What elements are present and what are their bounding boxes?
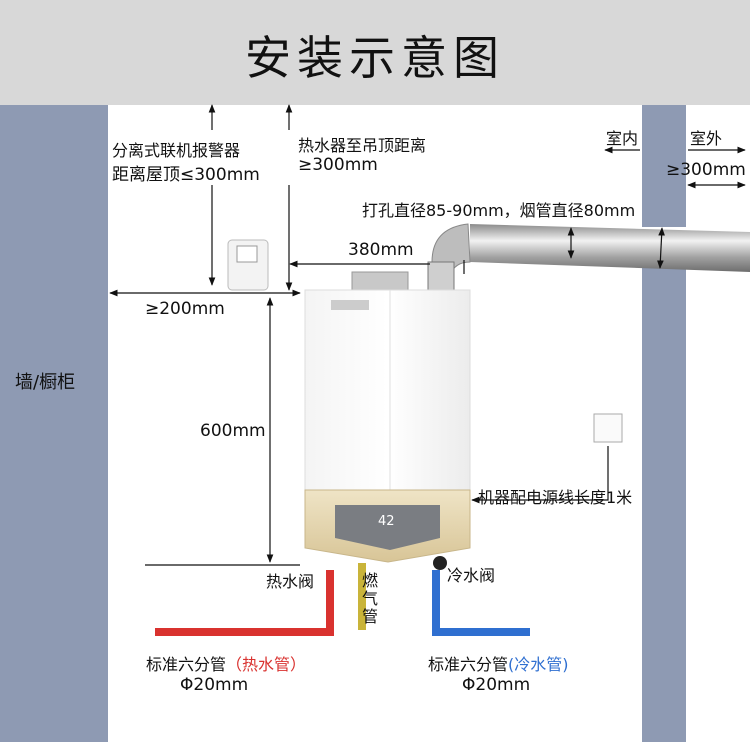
power-label: 机器配电源线长度1米 xyxy=(478,488,633,507)
hot-pipe-std: 标准六分管 xyxy=(146,655,227,674)
cold-water-pipe xyxy=(432,570,530,636)
alarm-label-1: 分离式联机报警器 xyxy=(112,141,241,160)
left-distance: ≥200mm xyxy=(145,299,225,319)
alarm-label-2: 距离屋顶≤300mm xyxy=(112,165,260,185)
ceiling-label-1: 热水器至吊顶距离 xyxy=(298,136,427,155)
outdoor-label: 室外 xyxy=(690,129,723,148)
left-wall xyxy=(0,105,108,742)
right-wall-lower xyxy=(642,268,686,742)
control-panel xyxy=(335,505,440,550)
cold-pipe-name: (冷水管) xyxy=(508,655,569,674)
hole-label: 打孔直径85-90mm，烟管直径80mm xyxy=(362,201,636,220)
ceiling-label-2: ≥300mm xyxy=(298,155,378,175)
wall-label: 墙/橱柜 xyxy=(15,372,76,393)
side-distance: 380mm xyxy=(348,240,414,260)
hot-water-pipe xyxy=(155,570,334,636)
heater-body xyxy=(304,289,471,491)
right-wall-upper xyxy=(642,105,686,227)
outdoor-distance: ≥300mm xyxy=(666,160,746,180)
height-label: 600mm xyxy=(200,421,266,441)
hot-pipe-diameter: Φ20mm xyxy=(180,675,249,695)
header-band xyxy=(0,0,750,105)
cold-valve-label: 冷水阀 xyxy=(447,566,496,585)
indoor-label: 室内 xyxy=(606,129,639,148)
hot-valve-label: 热水阀 xyxy=(266,572,315,591)
power-outlet xyxy=(593,413,623,443)
cold-pipe-diameter: Φ20mm xyxy=(462,675,531,695)
cold-pipe-std: 标准六分管 xyxy=(428,655,509,674)
display-temp: 42 xyxy=(378,514,395,529)
hot-pipe-name: （热水管） xyxy=(226,655,307,674)
flue-pipe xyxy=(470,224,750,272)
page-title: 安装示意图 xyxy=(245,31,505,85)
gas-pipe-label: 燃气管 xyxy=(362,571,379,626)
